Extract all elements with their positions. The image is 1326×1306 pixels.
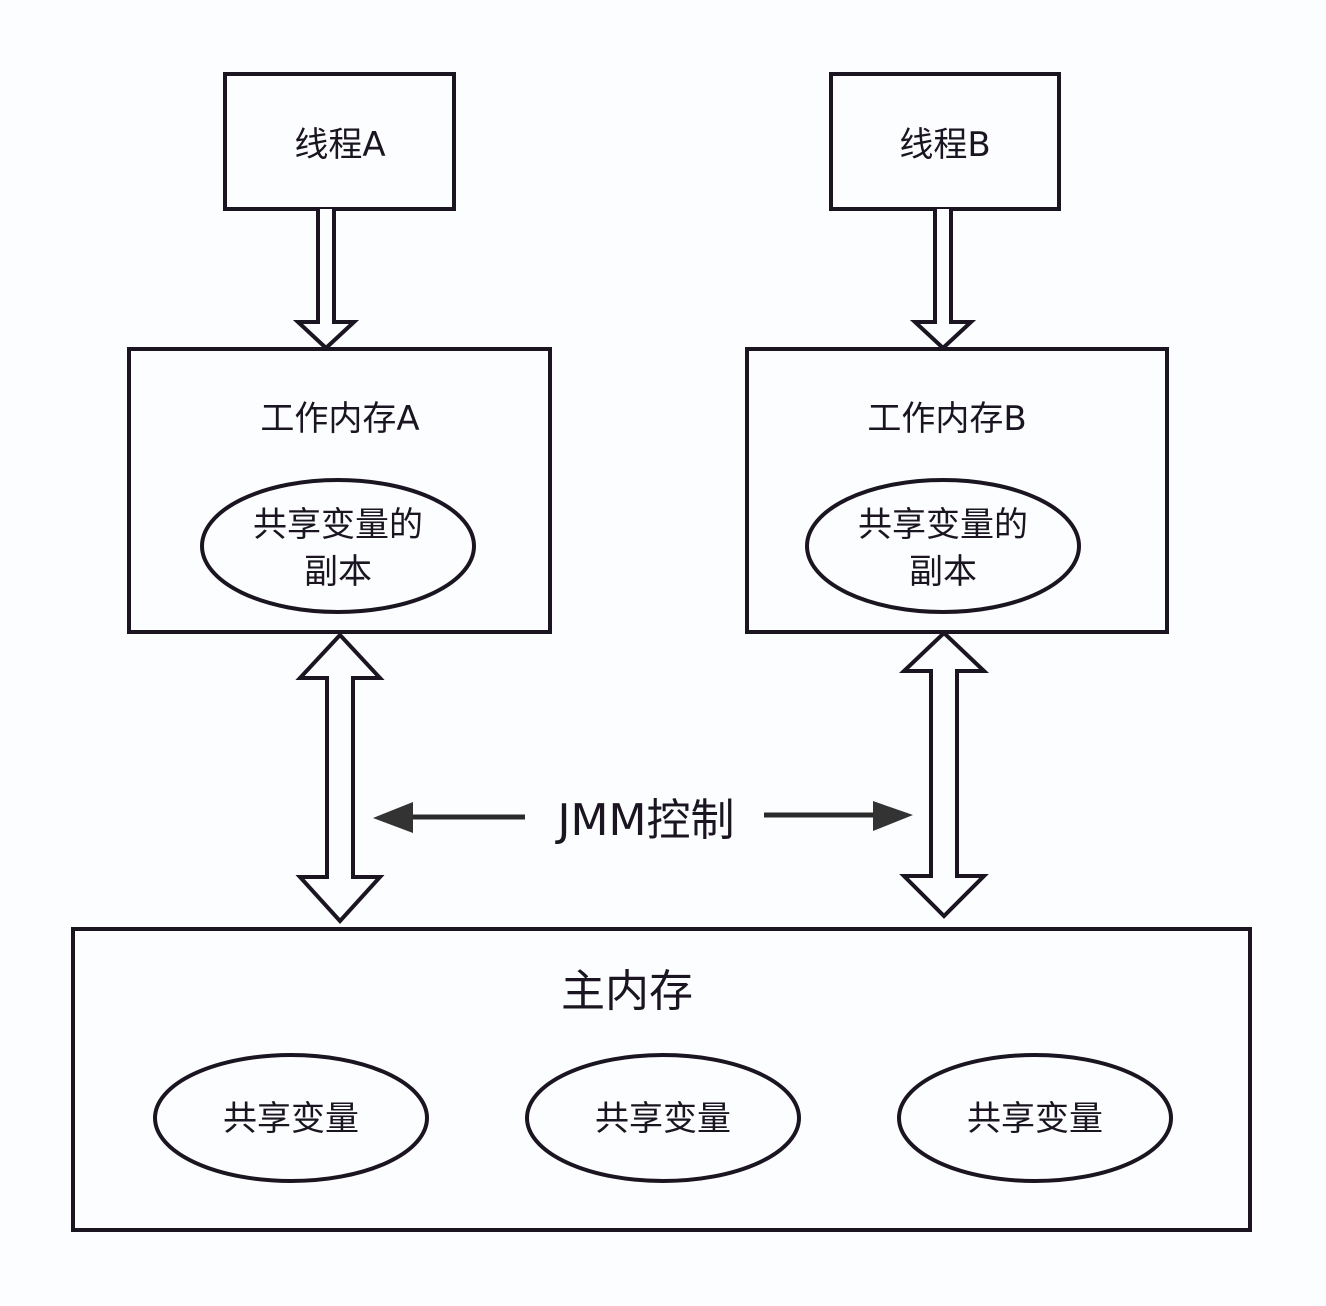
work-memory-a-label: 工作内存A [260, 399, 419, 439]
thread-a-to-work-memory-arrow [292, 209, 360, 351]
shared-var-copy-b-line2: 副本 [909, 552, 977, 592]
work-memory-b-box: 工作内存B 共享变量的 副本 [745, 347, 1169, 634]
work-memory-a-box: 工作内存A 共享变量的 副本 [127, 347, 552, 634]
thread-b-label: 线程B [899, 125, 990, 165]
shared-var-copy-b-ellipse [805, 478, 1081, 614]
shared-var-copy-a-line2: 副本 [304, 552, 372, 592]
shared-var-label-2: 共享变量 [595, 1099, 731, 1139]
shared-var-copy-b-line1: 共享变量的 [858, 505, 1028, 545]
thread-b-box: 线程B [829, 72, 1061, 211]
jmm-control-right-arrow [764, 801, 913, 831]
shared-var-ellipse-2 [525, 1053, 801, 1183]
work-memory-b-label: 工作内存B [867, 399, 1026, 439]
shared-var-copy-a-ellipse [200, 478, 476, 614]
shared-var-label-3: 共享变量 [967, 1099, 1103, 1139]
main-memory-box: 主内存 共享变量 共享变量 共享变量 [71, 927, 1252, 1232]
jmm-control-left-arrow [373, 802, 525, 833]
work-memory-b-main-memory-double-arrow [898, 630, 990, 919]
shared-var-ellipse-3 [897, 1053, 1173, 1183]
main-memory-label: 主内存 [561, 966, 693, 1017]
shared-var-copy-a-line1: 共享变量的 [253, 505, 423, 545]
shared-var-ellipse-1 [153, 1053, 429, 1183]
work-memory-a-main-memory-double-arrow [295, 632, 385, 924]
shared-var-label-1: 共享变量 [223, 1099, 359, 1139]
thread-a-box: 线程A [223, 72, 456, 211]
thread-b-to-work-memory-arrow [909, 209, 977, 351]
thread-a-label: 线程A [294, 125, 385, 165]
jmm-control-label: JMM控制 [555, 795, 735, 846]
